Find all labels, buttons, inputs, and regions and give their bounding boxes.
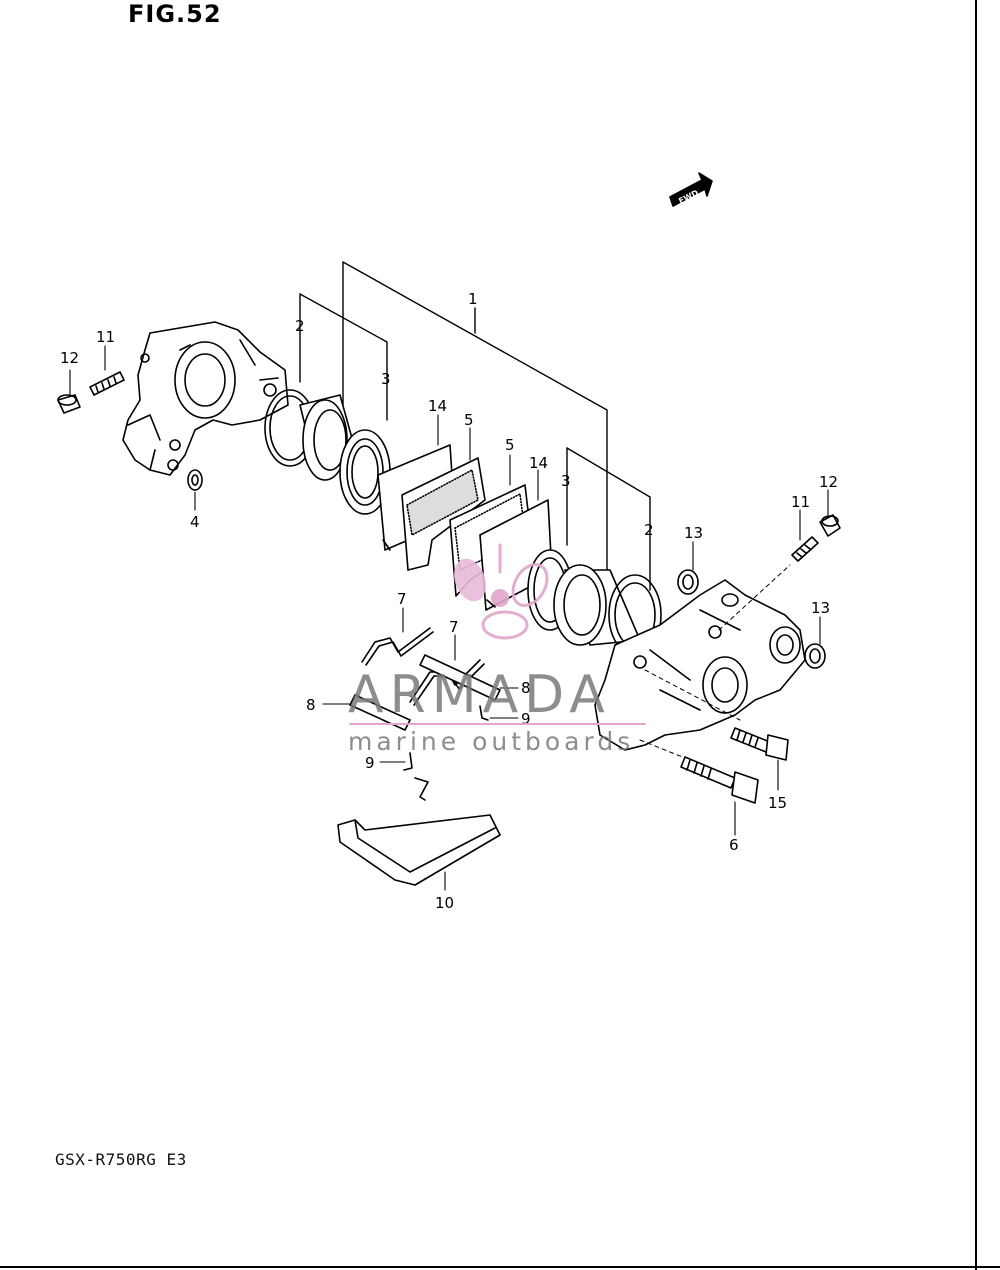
pad-spring-left xyxy=(361,627,434,666)
left-bleeder-cap xyxy=(57,394,81,414)
left-dust-seal xyxy=(339,429,391,515)
pin-clip-lower xyxy=(403,752,413,771)
callout-2: 2 xyxy=(295,317,305,335)
caliper-bolt-long xyxy=(680,756,759,804)
watermark-logo xyxy=(454,543,549,640)
callout-12: 12 xyxy=(819,473,838,491)
right-bleeder-screw xyxy=(791,536,819,562)
callout-14: 14 xyxy=(428,397,447,415)
callout-11: 11 xyxy=(96,328,115,346)
o-ring-upper xyxy=(677,569,699,595)
callout-3: 3 xyxy=(381,370,391,388)
leader-lines xyxy=(69,345,829,891)
callout-brackets xyxy=(299,261,651,591)
callout-4: 4 xyxy=(190,513,200,531)
watermark-name: ARMADA xyxy=(348,665,611,725)
figure-title: FIG.52 xyxy=(128,0,222,28)
right-piston xyxy=(553,564,641,646)
page-bottom-border xyxy=(0,1266,1000,1268)
callout-13: 13 xyxy=(811,599,830,617)
left-bleeder-screw xyxy=(89,371,125,396)
callout-15: 15 xyxy=(768,794,787,812)
callout-7: 7 xyxy=(397,590,407,608)
callout-12: 12 xyxy=(60,349,79,367)
washer xyxy=(187,469,203,491)
watermark-tagline: marine outboards xyxy=(348,727,634,756)
pad-pin-upper xyxy=(419,654,501,701)
fwd-arrow-icon: FWD xyxy=(669,172,713,207)
page-right-border xyxy=(975,0,1000,1270)
pad-retainer-plate xyxy=(337,777,501,886)
callout-9: 9 xyxy=(365,754,375,772)
left-caliper-body xyxy=(122,321,289,476)
callout-8: 8 xyxy=(521,679,531,697)
callout-14: 14 xyxy=(529,454,548,472)
callout-2: 2 xyxy=(644,521,654,539)
callout-8: 8 xyxy=(306,696,316,714)
callout-13: 13 xyxy=(684,524,703,542)
callout-6: 6 xyxy=(729,836,739,854)
right-caliper-body xyxy=(594,579,806,751)
callout-10: 10 xyxy=(435,894,454,912)
callout-1: 1 xyxy=(468,290,478,308)
pad-pin-lower xyxy=(349,694,411,731)
callout-5: 5 xyxy=(464,411,474,429)
o-ring-lower xyxy=(804,643,826,669)
pin-clip-upper xyxy=(479,705,489,721)
callout-3: 3 xyxy=(561,472,571,490)
callout-7: 7 xyxy=(449,618,459,636)
callout-numbers: 1 2 2 3 3 4 5 5 6 7 7 8 8 9 9 10 11 11 1… xyxy=(60,290,838,912)
left-brake-pad xyxy=(401,457,486,571)
caliper-bolt-short xyxy=(730,727,789,761)
callout-9: 9 xyxy=(521,710,531,728)
model-code: GSX-R750RG E3 xyxy=(55,1150,187,1169)
callout-5: 5 xyxy=(505,436,515,454)
right-bleeder-cap xyxy=(819,514,841,537)
callout-11: 11 xyxy=(791,493,810,511)
